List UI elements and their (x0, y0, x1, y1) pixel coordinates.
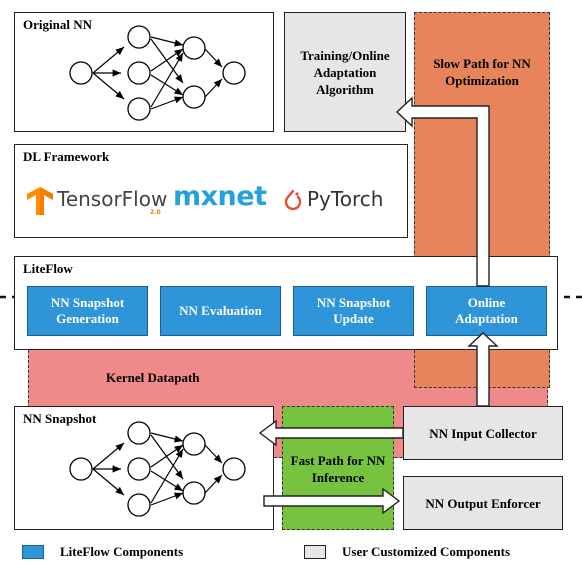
fast-path-label: Fast Path for NN Inference (290, 453, 386, 485)
dl-framework-panel: DL Framework TensorFlow 2.0 mxnet PyTorc… (14, 144, 408, 238)
nn-node (182, 432, 206, 456)
nn-snapshot-generation-box: NN Snapshot Generation (27, 286, 148, 336)
slow-path-label: Slow Path for NN Optimization (433, 56, 531, 88)
nn-node (127, 61, 151, 85)
nn-node (222, 61, 246, 85)
original-nn-title: Original NN (23, 17, 92, 32)
original-nn-graph (69, 25, 246, 121)
nn-snapshot-title: NN Snapshot (23, 411, 97, 426)
tensorflow-version: 2.0 (150, 209, 161, 216)
nn-output-enforcer-box: NN Output Enforcer (403, 476, 563, 530)
legend-liteflow-swatch (22, 545, 44, 559)
nn-node (182, 481, 206, 505)
legend-liteflow-label: LiteFlow Components (60, 544, 184, 559)
original-nn-panel: Original NN (14, 12, 274, 132)
nn-node (69, 61, 93, 85)
fast-path-region (282, 406, 394, 530)
nn-snapshot-panel: NN Snapshot (14, 406, 274, 530)
mxnet-logo: mxnet (173, 181, 267, 212)
legend-user-label: User Customized Components (342, 544, 511, 559)
legend-user-swatch (304, 545, 326, 559)
nn-node (222, 457, 246, 481)
slow-path-arrow (395, 96, 490, 287)
collector-to-snapshot-arrow (258, 419, 404, 447)
dl-framework-title: DL Framework (23, 149, 110, 164)
adaptation-input-arrow (467, 332, 499, 407)
nn-snapshot-update-box: NN Snapshot Update (293, 286, 414, 336)
tensorflow-logo-icon (27, 187, 53, 215)
snapshot-to-enforcer-arrow (263, 487, 401, 515)
pytorch-logo-text: PyTorch (307, 187, 384, 211)
kernel-datapath-label: Kernel Datapath (106, 370, 200, 385)
nn-node (182, 36, 206, 60)
nn-node (69, 457, 93, 481)
nn-node (127, 25, 151, 49)
nn-node (127, 493, 151, 517)
nn-node (127, 97, 151, 121)
nn-input-collector-box: NN Input Collector (403, 406, 563, 460)
tensorflow-logo-text: TensorFlow (57, 187, 168, 211)
nn-evaluation-box: NN Evaluation (160, 286, 281, 336)
nn-node (182, 85, 206, 109)
liteflow-title: LiteFlow (23, 261, 73, 276)
pytorch-logo-icon (284, 189, 302, 211)
training-algorithm-box: Training/Online Adaptation Algorithm (284, 12, 406, 132)
nn-snapshot-graph (69, 421, 246, 517)
nn-node (127, 457, 151, 481)
nn-node (127, 421, 151, 445)
